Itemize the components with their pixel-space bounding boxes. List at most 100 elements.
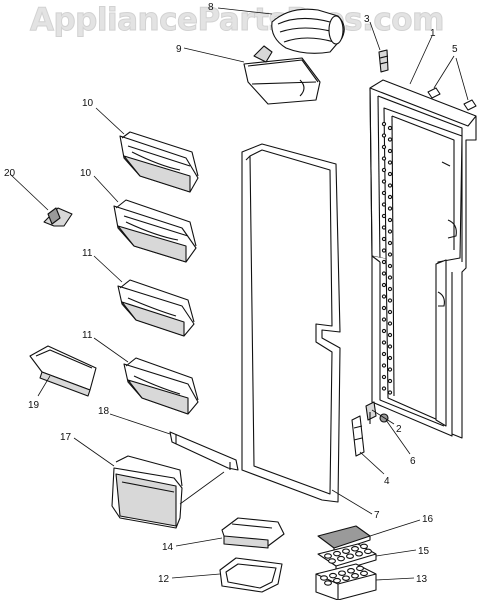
rail-dot: [387, 240, 393, 246]
rail-dot: [387, 263, 393, 269]
rail-dot: [387, 355, 393, 361]
part-13-egg-holder: [317, 543, 377, 573]
part-5-cap-left: [427, 87, 441, 99]
rail-dot: [387, 286, 393, 292]
callout-12: 12: [158, 574, 170, 585]
rail-dot: [381, 190, 387, 196]
callout-7: 7: [374, 510, 380, 521]
rail-dot: [387, 194, 393, 200]
part-14-deep-bin: [111, 455, 183, 529]
callout-11-b: 11: [82, 330, 93, 341]
rail-dot: [387, 171, 393, 177]
rail-dot: [387, 332, 393, 338]
part-4-hinge-bracket: [351, 415, 365, 457]
rail-dot: [381, 374, 387, 380]
egg-cup: [324, 553, 332, 559]
part-9-small-bin: [243, 45, 321, 105]
rail-dot: [381, 271, 387, 276]
callout-18: 16: [422, 514, 434, 525]
rail-dot: [387, 148, 393, 154]
callout-10-a: 10: [82, 98, 94, 109]
part-20-bracket: [43, 207, 73, 227]
rail-dot: [387, 309, 393, 315]
callout-19: 19: [28, 400, 40, 411]
watermark-logo: AppliancePartsPros.com: [30, 2, 445, 39]
part-11-door-bin-b: [123, 357, 199, 415]
callout-14: 17: [60, 432, 72, 443]
egg-cup: [360, 543, 368, 550]
rail-dot: [381, 236, 387, 242]
rail-dot: [381, 213, 387, 219]
rail-dot: [381, 167, 387, 173]
rail-dot: [387, 137, 393, 142]
part-17-egg-bin: [315, 563, 377, 600]
egg-cup: [328, 558, 336, 564]
callout-1: 1: [430, 28, 436, 39]
door-inner-liner: [381, 107, 463, 427]
egg-bin-cups: [320, 565, 368, 586]
callout-6: 6: [410, 456, 416, 467]
callout-9: 9: [176, 44, 182, 55]
egg-cup: [324, 580, 332, 586]
part-2-hinge-pin: [365, 401, 377, 424]
rail-dot: [387, 183, 393, 188]
egg-cup: [338, 570, 346, 576]
egg-cup: [364, 548, 372, 555]
egg-cup: [360, 570, 368, 577]
part-11-door-bin-a: [117, 279, 195, 337]
rail-dot: [381, 328, 387, 334]
part-19-shallow-tray: [29, 345, 97, 397]
rail-dot: [381, 179, 387, 184]
callout-10-b: 10: [80, 168, 92, 179]
callout-5: 5: [452, 44, 458, 55]
egg-cup: [333, 550, 341, 557]
rail-dot: [381, 144, 387, 150]
part-3-screw: [378, 49, 389, 73]
rail-dot: [387, 378, 393, 384]
egg-cup: [355, 551, 363, 557]
egg-cup: [351, 546, 359, 552]
callout-11-a: 11: [82, 248, 93, 259]
egg-cup: [320, 575, 328, 581]
part-5-cap-right: [463, 99, 477, 111]
callout-17: 13: [416, 574, 428, 585]
egg-cup: [342, 575, 350, 581]
egg-cup: [329, 572, 337, 579]
rail-dot: [387, 160, 393, 165]
rail-dot: [387, 206, 393, 211]
rail-dot: [387, 390, 393, 395]
egg-cup: [333, 577, 341, 584]
rail-dot: [381, 305, 387, 311]
rail-dot: [381, 121, 387, 127]
rail-dot: [381, 363, 387, 368]
rail-dot: [381, 202, 387, 207]
rail-dot: [381, 248, 387, 253]
callout-20: 20: [4, 168, 16, 179]
rail-dot: [381, 133, 387, 138]
egg-cup: [337, 555, 345, 562]
egg-cup: [342, 548, 350, 554]
part-15-bin-bracket: [169, 431, 239, 471]
rail-dot: [381, 259, 387, 265]
rail-dot: [387, 298, 393, 303]
part-8-cover: [271, 8, 345, 54]
callout-16: 14: [162, 542, 174, 553]
egg-cup: [347, 568, 355, 574]
callout-2: 2: [396, 424, 402, 435]
callout-8: 8: [208, 2, 214, 13]
callout-4: 4: [384, 476, 390, 487]
rail-dot: [381, 351, 387, 357]
rail-dot: [381, 282, 387, 288]
rail-dot: [387, 321, 393, 326]
part-10-door-bin-a: [119, 131, 199, 193]
rail-dot: [387, 217, 393, 223]
rail-dot: [381, 225, 387, 230]
part-16-ice-bin-cover: [221, 517, 285, 549]
rail-dot: [387, 229, 393, 234]
part-7-door-gasket: [241, 143, 341, 503]
callout-13: 15: [418, 546, 430, 557]
rail-dot: [381, 317, 387, 322]
rail-dot: [381, 340, 387, 345]
rail-dot: [387, 125, 393, 131]
